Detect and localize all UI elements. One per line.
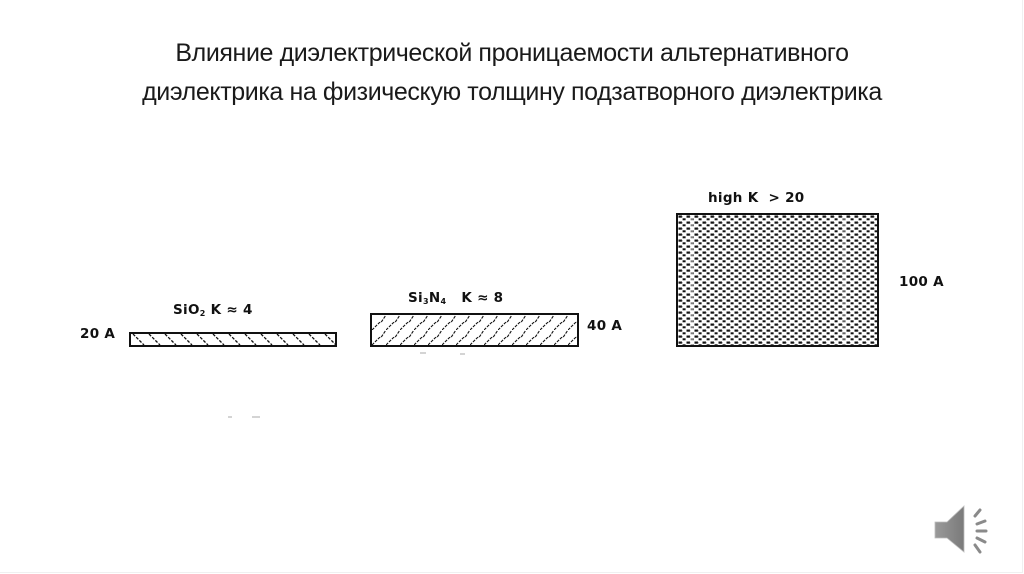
scan-speck bbox=[228, 416, 232, 418]
sio2-k-value: K ≈ 4 bbox=[210, 302, 253, 318]
speaker-icon[interactable] bbox=[930, 500, 1000, 560]
dense-dot-pattern bbox=[678, 215, 877, 345]
scan-speck bbox=[420, 352, 426, 354]
highk-material: high K bbox=[708, 190, 759, 206]
si3n4-label: Si3N4 K ≈ 8 bbox=[408, 290, 503, 306]
si3n4-layer bbox=[370, 313, 579, 347]
backslash-hatch-pattern bbox=[131, 334, 335, 345]
si3n4-k-value: K ≈ 8 bbox=[461, 290, 504, 306]
slide-title: Влияние диэлектрической проницаемости ал… bbox=[40, 34, 984, 112]
slash-hatch-pattern bbox=[372, 315, 577, 345]
si3n4-material-si: Si bbox=[408, 290, 423, 306]
speaker-glyph bbox=[934, 505, 988, 554]
si3n4-sub-3: 3 bbox=[422, 297, 429, 306]
sio2-thickness-label: 20 A bbox=[80, 326, 116, 342]
highk-label: high K > 20 bbox=[708, 190, 804, 206]
scan-speck bbox=[460, 353, 465, 355]
title-line-2: диэлектрика на физическую толщину подзат… bbox=[142, 78, 882, 106]
highk-thickness-label: 100 A bbox=[899, 274, 944, 290]
scan-speck bbox=[252, 416, 260, 418]
si3n4-thickness-label: 40 A bbox=[587, 318, 623, 334]
highk-k-value: > 20 bbox=[768, 190, 805, 206]
sio2-material: SiO bbox=[173, 302, 200, 318]
si3n4-sub-4: 4 bbox=[440, 297, 447, 306]
sio2-subscript: 2 bbox=[199, 309, 206, 318]
sio2-layer bbox=[129, 332, 337, 347]
si3n4-material-n: N bbox=[428, 290, 441, 306]
sio2-label: SiO2 K ≈ 4 bbox=[173, 302, 253, 318]
title-line-1: Влияние диэлектрической проницаемости ал… bbox=[175, 39, 849, 67]
highk-layer bbox=[676, 213, 879, 347]
